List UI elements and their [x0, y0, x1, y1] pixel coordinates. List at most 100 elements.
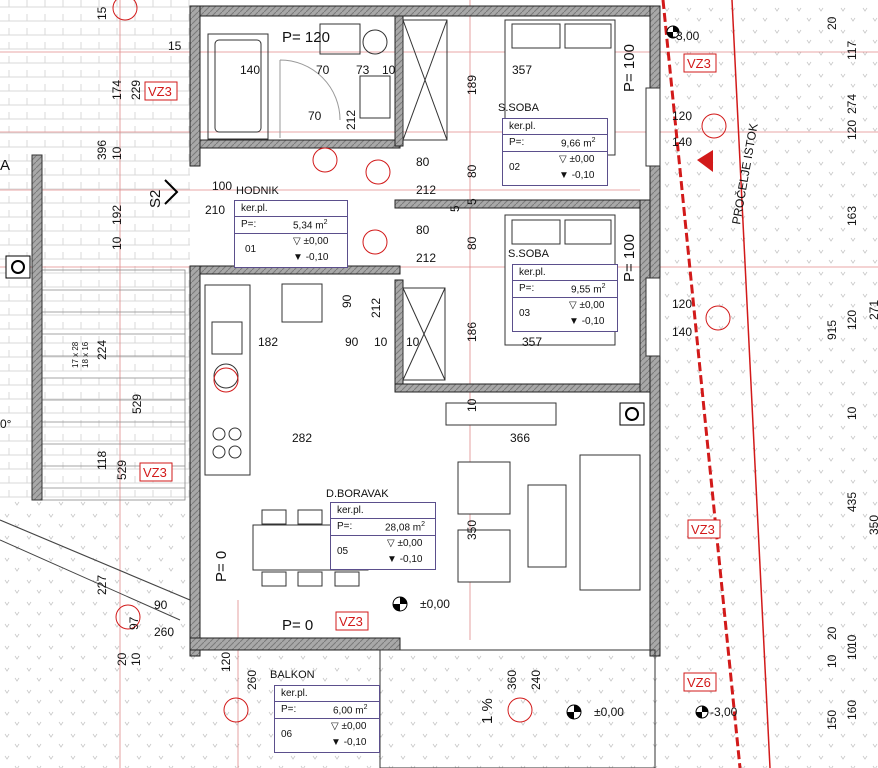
svg-text:10: 10: [825, 654, 839, 668]
svg-text:350: 350: [867, 515, 878, 535]
room-tag-soba2: ker.pl. P=: 9,55 m2 03 ▽ ±0,00 ▼ -0,10: [512, 264, 618, 332]
svg-text:10: 10: [845, 634, 859, 648]
svg-text:396: 396: [95, 140, 109, 160]
section-markers: [112, 0, 731, 723]
level-markers: [392, 25, 709, 720]
svg-text:20: 20: [115, 652, 129, 666]
svg-text:227: 227: [95, 575, 109, 595]
interior-walls: [199, 15, 651, 393]
floor-type: ker.pl.: [519, 267, 546, 278]
svg-text:10: 10: [465, 398, 479, 412]
svg-text:529: 529: [130, 394, 144, 414]
area-label: P=:: [337, 521, 353, 532]
facade-arrow-icon: [697, 150, 713, 172]
svg-text:150: 150: [825, 710, 839, 730]
room-tag-boravak: ker.pl. P=: 28,08 m2 05 ▽ ±0,00 ▼ -0,10: [330, 502, 436, 570]
svg-text:120: 120: [845, 120, 859, 140]
room-tag-hodnik: ker.pl. P=: 5,34 m2 01 ▽ ±0,00 ▼ -0,10: [234, 200, 348, 268]
site-hatch-left: [0, 0, 190, 500]
svg-text:-3,00: -3,00: [672, 29, 700, 43]
svg-text:212: 212: [416, 251, 436, 265]
svg-text:15: 15: [168, 39, 182, 53]
svg-text:212: 212: [416, 183, 436, 197]
svg-text:120: 120: [672, 297, 692, 311]
svg-text:18 x 16: 18 x 16: [81, 341, 90, 368]
svg-text:186: 186: [465, 322, 479, 342]
zone-tags: VZ3 VZ3 VZ3 VZ3 VZ3 VZ6: [139, 53, 721, 692]
svg-text:80: 80: [465, 236, 479, 250]
room-name-hodnik: HODNIK: [236, 185, 279, 197]
svg-text:350: 350: [465, 520, 479, 540]
svg-text:5: 5: [448, 205, 462, 212]
svg-text:0°: 0°: [0, 417, 12, 431]
svg-text:274: 274: [845, 94, 859, 114]
svg-text:357: 357: [512, 63, 532, 77]
svg-text:10: 10: [110, 146, 124, 160]
svg-text:73: 73: [356, 63, 370, 77]
svg-text:435: 435: [845, 492, 859, 512]
room-number: 05: [337, 546, 349, 557]
svg-text:P= 100: P= 100: [621, 44, 638, 92]
svg-text:120: 120: [219, 652, 233, 672]
svg-text:140: 140: [240, 63, 260, 77]
svg-text:260: 260: [154, 625, 174, 639]
svg-text:10: 10: [129, 652, 143, 666]
svg-text:70: 70: [316, 63, 330, 77]
svg-text:160: 160: [845, 700, 859, 720]
svg-text:VZ3: VZ3: [148, 84, 172, 99]
level-raw: ▼ -0,10: [293, 252, 329, 263]
svg-text:1 %: 1 %: [479, 698, 496, 724]
living-furniture: [445, 402, 641, 591]
level-finish: ▽ ±0,00: [569, 300, 605, 311]
dimension-labels: 15 140 70 73 10 357 70 100 210 80 212 80…: [0, 29, 738, 719]
svg-text:224: 224: [95, 340, 109, 360]
svg-text:±0,00: ±0,00: [594, 705, 624, 719]
svg-text:80: 80: [416, 223, 430, 237]
level-finish: ▽ ±0,00: [387, 538, 423, 549]
area-value: 9,66 m2: [561, 137, 596, 150]
area-value: 5,34 m2: [293, 219, 328, 232]
level-raw: ▼ -0,10: [569, 316, 605, 327]
svg-text:90: 90: [340, 294, 354, 308]
svg-text:229: 229: [129, 80, 143, 100]
balcony-outline: [379, 649, 656, 768]
svg-text:VZ3: VZ3: [687, 56, 711, 71]
svg-text:VZ3: VZ3: [691, 522, 715, 537]
svg-text:210: 210: [205, 203, 225, 217]
svg-text:17 x 28: 17 x 28: [71, 341, 80, 368]
room-name-boravak: D.BORAVAK: [326, 488, 389, 500]
vertical-dimensions: 15 174 229 396 10 192 10 189 212 80 80 5…: [71, 6, 543, 690]
svg-text:90: 90: [345, 335, 359, 349]
svg-text:189: 189: [465, 75, 479, 95]
svg-text:80: 80: [465, 164, 479, 178]
svg-text:182: 182: [258, 335, 278, 349]
floor-type: ker.pl.: [509, 121, 536, 132]
svg-text:174: 174: [110, 80, 124, 100]
area-label: P=:: [509, 137, 525, 148]
svg-text:212: 212: [344, 110, 358, 130]
wardrobes: [402, 19, 448, 381]
section-arrow-icon: [164, 179, 179, 205]
svg-text:118: 118: [95, 451, 109, 470]
room-number: 06: [281, 729, 293, 740]
svg-text:20: 20: [825, 16, 839, 30]
svg-text:10: 10: [382, 63, 396, 77]
svg-text:VZ3: VZ3: [339, 614, 363, 629]
svg-text:10: 10: [845, 406, 859, 420]
svg-text:120: 120: [845, 310, 859, 330]
svg-text:271: 271: [867, 300, 878, 320]
room-number: 03: [519, 308, 531, 319]
svg-text:529: 529: [115, 460, 129, 480]
drain-icons: [5, 255, 645, 426]
svg-text:366: 366: [510, 431, 530, 445]
level-finish: ▽ ±0,00: [293, 236, 329, 247]
area-label: P=:: [281, 704, 297, 715]
room-number: 01: [245, 244, 257, 255]
svg-text:357: 357: [522, 335, 542, 349]
svg-text:192: 192: [110, 205, 124, 225]
level-raw: ▼ -0,10: [559, 170, 595, 181]
area-label: P=:: [519, 283, 535, 294]
floor-type: ker.pl.: [281, 688, 308, 699]
level-raw: ▼ -0,10: [387, 554, 423, 565]
